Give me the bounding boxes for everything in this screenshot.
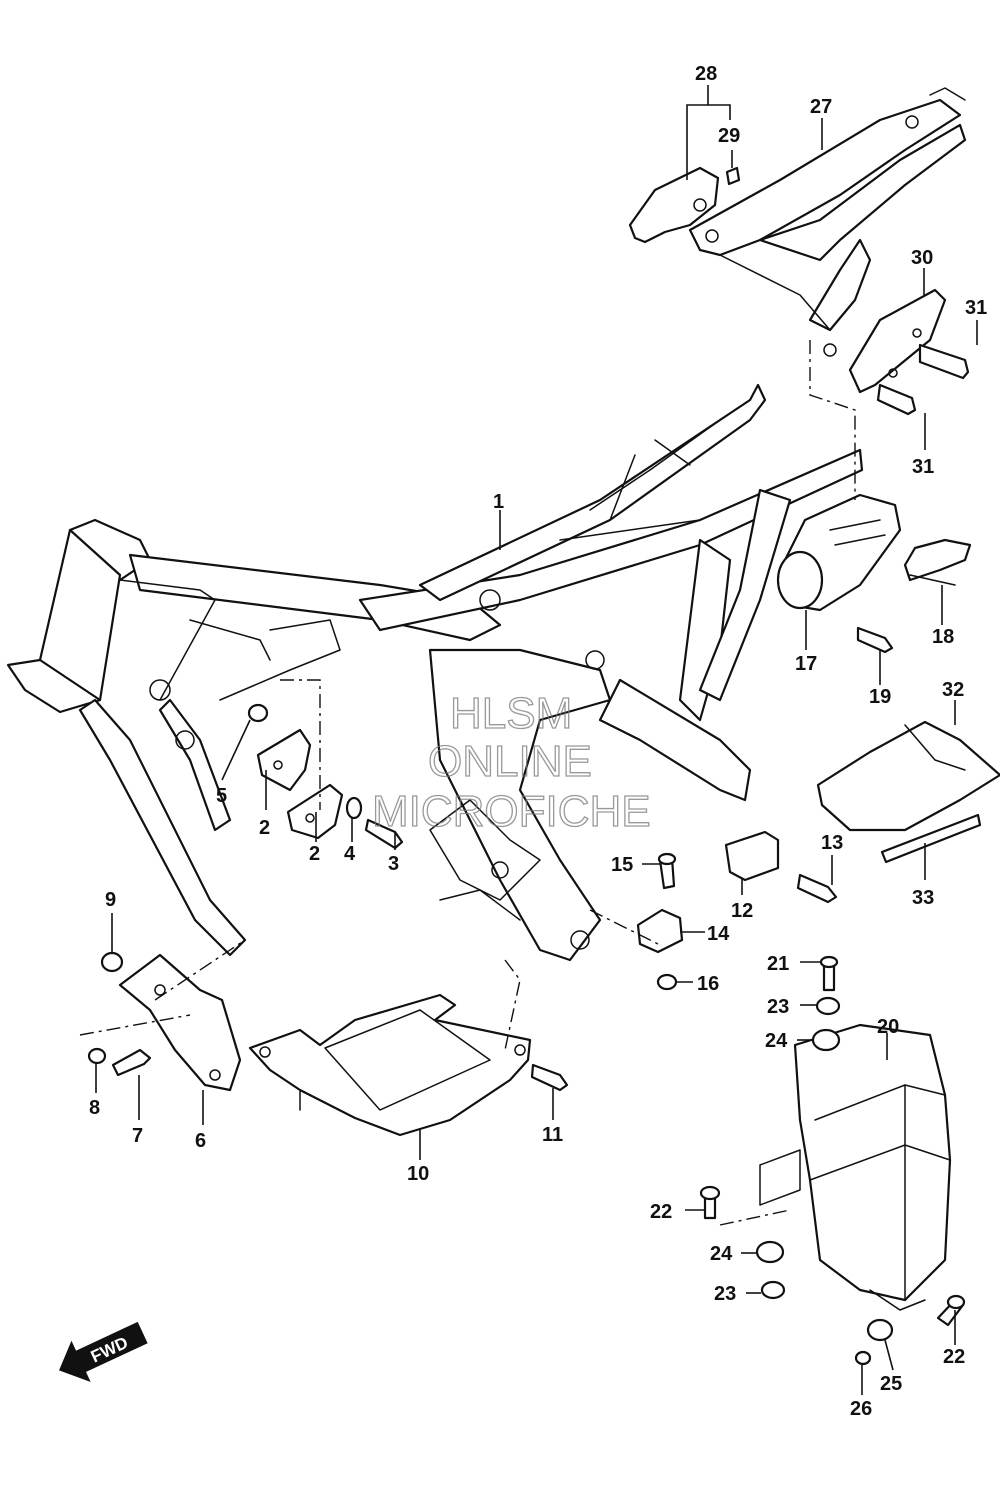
forward-arrow-icon bbox=[59, 1321, 148, 1382]
callout-8: 8 bbox=[89, 1097, 100, 1119]
watermark-line-1: HLSM bbox=[450, 689, 572, 738]
callout-32: 32 bbox=[942, 679, 964, 701]
callout-31: 31 bbox=[965, 297, 987, 319]
washer-4[interactable] bbox=[345, 796, 363, 820]
callout-15: 15 bbox=[611, 854, 633, 876]
front-engine-bracket[interactable] bbox=[118, 953, 242, 1092]
grommet-25[interactable] bbox=[866, 1318, 894, 1342]
callout-7: 7 bbox=[132, 1125, 143, 1147]
bolt-22-left[interactable] bbox=[699, 1185, 721, 1220]
nut-9[interactable] bbox=[100, 951, 124, 973]
callout-22: 22 bbox=[943, 1346, 965, 1368]
callout-2: 2 bbox=[259, 817, 270, 839]
callout-23: 23 bbox=[767, 996, 789, 1018]
engine-mount-bracket-upper[interactable] bbox=[256, 728, 312, 792]
battery-band[interactable] bbox=[880, 813, 982, 864]
bolt-13[interactable] bbox=[796, 873, 838, 904]
rear-frame-rail[interactable] bbox=[688, 87, 967, 332]
engine-mount-bracket-lower[interactable] bbox=[286, 783, 344, 840]
bolt-31-upper[interactable] bbox=[918, 343, 970, 380]
main-frame[interactable] bbox=[6, 383, 864, 962]
grommet-24-upper[interactable] bbox=[811, 1028, 841, 1052]
bolt-15[interactable] bbox=[657, 852, 677, 890]
starter-relay[interactable] bbox=[776, 493, 902, 612]
bolt-22-right[interactable] bbox=[936, 1294, 966, 1327]
leader-lines bbox=[95, 85, 978, 1395]
forward-direction-badge: FWD bbox=[59, 1321, 148, 1382]
callout-24: 24 bbox=[710, 1243, 733, 1265]
callout-27: 27 bbox=[810, 96, 832, 118]
callout-26: 26 bbox=[850, 1398, 872, 1420]
callout-17: 17 bbox=[795, 653, 817, 675]
callout-1: 1 bbox=[493, 491, 504, 513]
callout-14: 14 bbox=[707, 923, 730, 945]
callout-12: 12 bbox=[731, 900, 753, 922]
callout-24: 24 bbox=[765, 1030, 788, 1052]
callout-29: 29 bbox=[718, 125, 740, 147]
callout-23: 23 bbox=[714, 1283, 736, 1305]
bolt-11[interactable] bbox=[530, 1063, 569, 1092]
bolt-21[interactable] bbox=[819, 955, 839, 992]
battery-tray[interactable] bbox=[759, 1023, 952, 1311]
nut-5[interactable] bbox=[247, 703, 269, 723]
callout-20: 20 bbox=[877, 1016, 899, 1038]
watermark: HLSM ONLINE MICROFICHE bbox=[371, 688, 651, 836]
assembly-lines bbox=[79, 340, 856, 1226]
callout-9: 9 bbox=[105, 889, 116, 911]
callout-4: 4 bbox=[344, 843, 356, 865]
watermark-line-3: MICROFICHE bbox=[372, 787, 651, 836]
relay-holder[interactable] bbox=[903, 538, 972, 586]
callout-labels: 1 2 2 3 4 5 6 7 8 9 10 11 12 13 14 15 16… bbox=[89, 63, 987, 1420]
callout-16: 16 bbox=[697, 973, 719, 995]
bolt-19[interactable] bbox=[856, 626, 894, 654]
callout-33: 33 bbox=[912, 887, 934, 909]
callout-30: 30 bbox=[911, 247, 933, 269]
callout-3: 3 bbox=[388, 853, 399, 875]
right-rear-bracket[interactable] bbox=[823, 288, 947, 394]
collar-23-upper[interactable] bbox=[815, 996, 841, 1016]
nut-16[interactable] bbox=[656, 973, 678, 991]
left-rear-bracket[interactable] bbox=[628, 166, 741, 244]
bolt-7[interactable] bbox=[111, 1048, 152, 1077]
callout-5: 5 bbox=[216, 785, 227, 807]
callout-25: 25 bbox=[880, 1373, 902, 1395]
battery-cover-sheet[interactable] bbox=[816, 720, 1000, 832]
damper-12[interactable] bbox=[724, 830, 780, 882]
bolt-3[interactable] bbox=[364, 818, 404, 850]
callout-18: 18 bbox=[932, 626, 954, 648]
callout-6: 6 bbox=[195, 1130, 206, 1152]
collar-23-lower[interactable] bbox=[760, 1280, 786, 1300]
callout-10: 10 bbox=[407, 1163, 429, 1185]
callout-31: 31 bbox=[912, 456, 934, 478]
callout-13: 13 bbox=[821, 832, 843, 854]
bolt-31-lower[interactable] bbox=[876, 383, 917, 416]
watermark-line-2: ONLINE bbox=[428, 737, 592, 786]
callout-2: 2 bbox=[309, 843, 320, 865]
collar-26[interactable] bbox=[854, 1350, 872, 1366]
washer-8[interactable] bbox=[87, 1047, 107, 1065]
callout-19: 19 bbox=[869, 686, 891, 708]
lower-frame-cradle[interactable] bbox=[248, 993, 532, 1137]
grommet-24-lower[interactable] bbox=[755, 1240, 785, 1264]
cushion-14[interactable] bbox=[636, 908, 684, 954]
callout-22: 22 bbox=[650, 1201, 672, 1223]
callout-28: 28 bbox=[695, 63, 717, 85]
callout-21: 21 bbox=[767, 953, 789, 975]
callout-11: 11 bbox=[542, 1124, 563, 1146]
